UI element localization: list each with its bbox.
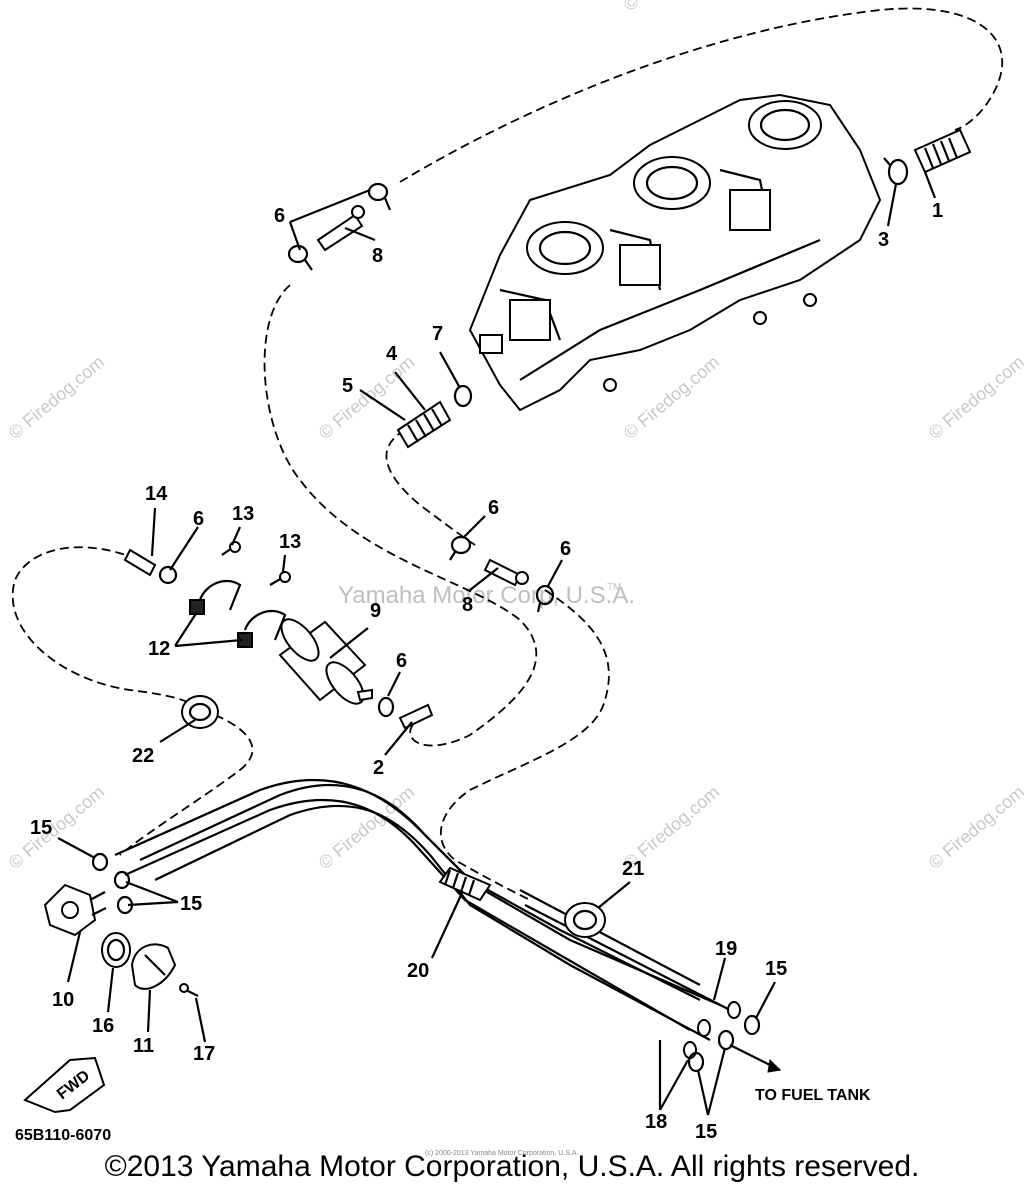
grommet-22: [181, 695, 219, 729]
part-number-3: 3: [878, 229, 889, 251]
leader-lines: [57, 171, 937, 1116]
part-number-6: 6: [560, 538, 571, 560]
part-number-7: 7: [432, 323, 443, 345]
pipe-ends-right: [683, 1001, 761, 1073]
part-number-15: 15: [30, 817, 52, 839]
to-fuel-tank-label: TO FUEL TANK: [755, 1087, 871, 1104]
part-number-6: 6: [193, 508, 204, 530]
carburetor-assembly: [468, 93, 882, 412]
part-number-6: 6: [396, 650, 407, 672]
part-number-14: 14: [145, 483, 168, 505]
part-number-8: 8: [372, 245, 383, 267]
fuel-cock-10: [43, 883, 107, 937]
part-number-2: 2: [373, 757, 384, 779]
part-number-9: 9: [370, 600, 381, 622]
part-number-13: 13: [279, 531, 301, 553]
part-number-13: 13: [232, 503, 254, 525]
center-watermark: Yamaha Motor Corp, U.S.A.: [338, 582, 635, 609]
part-number-18: 18: [645, 1111, 667, 1133]
part-number-6: 6: [488, 497, 499, 519]
part-number-16: 16: [92, 1015, 114, 1037]
knob-11: [130, 943, 177, 990]
diagram-code: 65B110-6070: [15, 1127, 111, 1144]
part-number-15: 15: [180, 893, 202, 915]
part-number-labels: 1 2 3 4 5 6 6 6 6 6 7 8 8 9 10 11 12 13 …: [30, 200, 943, 1143]
watermark: © Firedog.com: [925, 782, 1024, 873]
clamp-3: [883, 157, 909, 186]
hose-5: [396, 400, 452, 449]
fwd-arrow-icon: FWD: [23, 1056, 106, 1114]
joint-8-middle: [449, 535, 555, 613]
hose-1: [913, 128, 972, 174]
part-number-15: 15: [765, 958, 787, 980]
part-number-15: 15: [695, 1121, 717, 1143]
part-number-11: 11: [133, 1035, 154, 1057]
part-number-22: 22: [132, 745, 154, 767]
watermark-layer: © Firedog.com © Firedog.com © Firedog.co…: [5, 0, 1024, 873]
to-fuel-tank-arrow: [729, 1044, 782, 1073]
part-number-4: 4: [386, 343, 398, 365]
clamps-15-left: [91, 852, 134, 915]
clamp-7: [453, 384, 473, 408]
ring-16: [101, 932, 131, 968]
part-number-20: 20: [407, 960, 429, 982]
part-number-17: 17: [193, 1043, 215, 1065]
part-number-1: 1: [932, 200, 943, 222]
part-number-12: 12: [148, 638, 170, 660]
part-number-6: 6: [274, 205, 285, 227]
part-number-21: 21: [622, 858, 644, 880]
copyright-footer: ©2013 Yamaha Motor Corporation, U.S.A. A…: [104, 1150, 920, 1183]
hose-14: [123, 548, 178, 585]
hose-2: [398, 703, 434, 730]
screw-17: [179, 983, 199, 997]
fuel-filter-9: [278, 618, 373, 705]
joint-8-upper: [287, 182, 392, 271]
watermark: © Firedog.com: [620, 0, 723, 15]
trademark-mark: TM: [607, 582, 621, 593]
bracket-12: [189, 579, 287, 648]
part-number-8: 8: [462, 594, 473, 616]
watermark: © Firedog.com: [315, 782, 418, 873]
hose-20: [438, 866, 492, 902]
clamp-6-filter: [377, 696, 395, 718]
grommet-21: [564, 902, 606, 938]
watermark: © Firedog.com: [620, 352, 723, 443]
small-copyright: (c) 2000-2013 Yamaha Motor Corporation, …: [425, 1150, 578, 1157]
main-fuel-pipes: [114, 778, 731, 1041]
part-number-19: 19: [715, 938, 737, 960]
watermark: © Firedog.com: [925, 352, 1024, 443]
hose-routing: [11, 7, 1004, 901]
watermark: © Firedog.com: [5, 352, 108, 443]
part-number-10: 10: [52, 989, 74, 1011]
part-number-5: 5: [342, 375, 353, 397]
